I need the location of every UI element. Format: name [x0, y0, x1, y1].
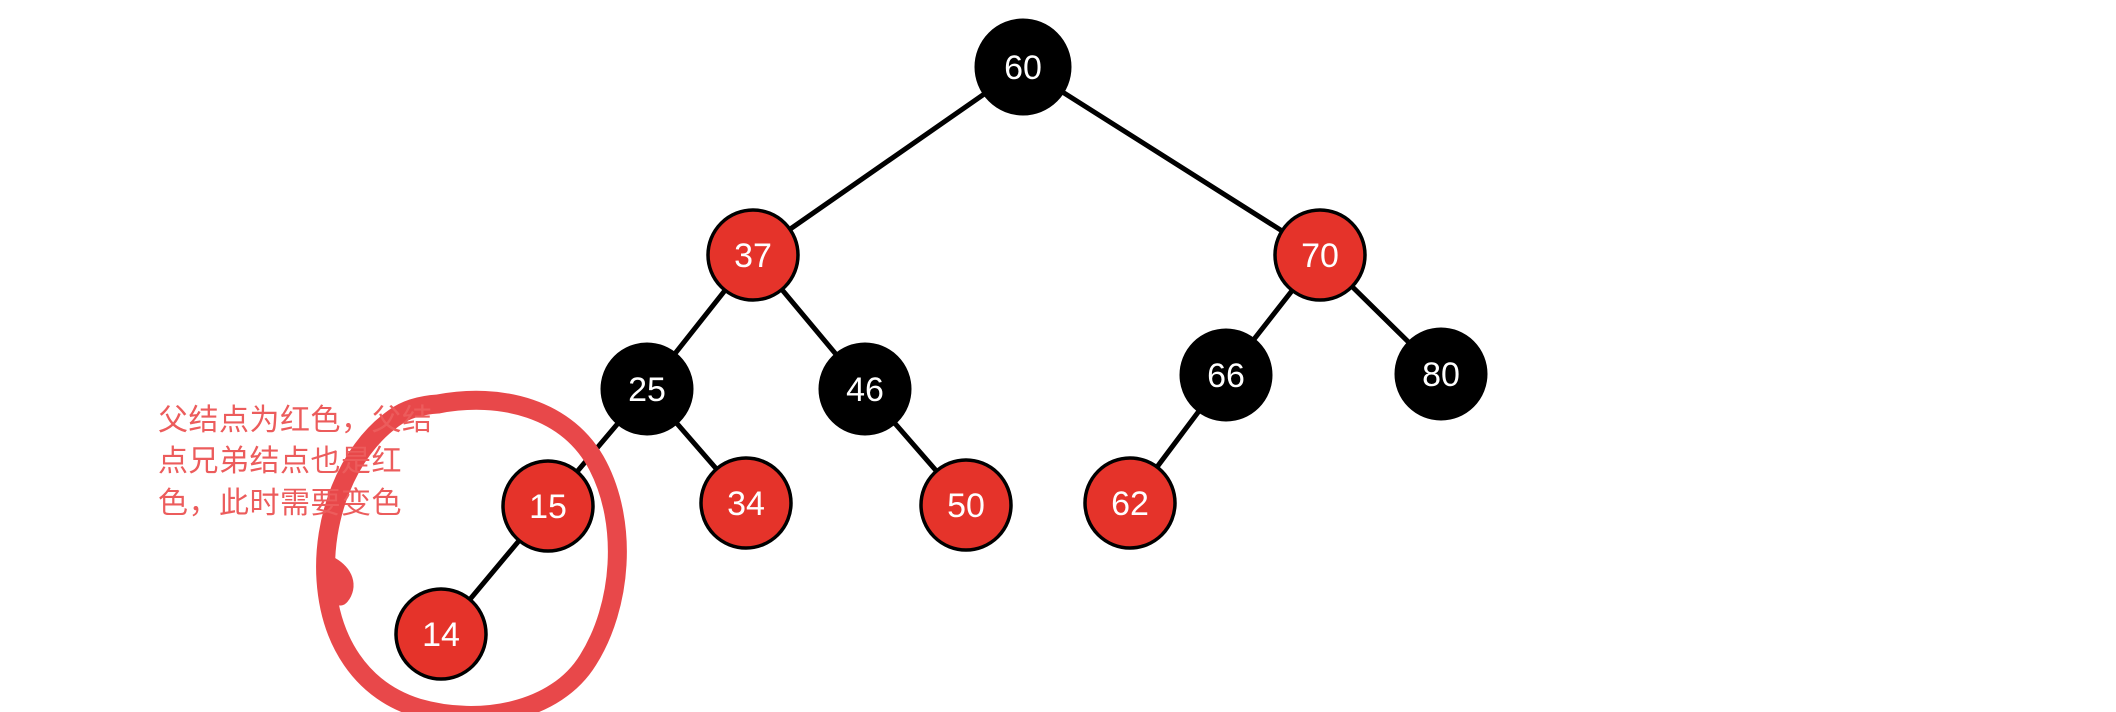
node-80-circle[interactable] — [1394, 327, 1488, 421]
annotation-highlight-ellipse — [316, 390, 627, 712]
node-25[interactable]: 25 — [600, 342, 694, 436]
node-50-label: 50 — [947, 487, 985, 525]
node-37-circle[interactable] — [706, 208, 800, 302]
node-62-circle[interactable] — [1083, 456, 1177, 550]
highlight-ellipse-path — [316, 390, 627, 712]
node-60-circle[interactable] — [974, 18, 1072, 116]
node-46-label: 46 — [846, 371, 884, 409]
node-34-circle[interactable] — [699, 456, 793, 550]
node-34-label: 34 — [727, 485, 765, 523]
node-14-circle[interactable] — [394, 587, 488, 681]
node-14[interactable]: 14 — [394, 587, 488, 681]
node-60[interactable]: 60 — [974, 18, 1072, 116]
node-46-circle[interactable] — [818, 342, 912, 436]
node-34[interactable]: 34 — [699, 456, 793, 550]
node-46[interactable]: 46 — [818, 342, 912, 436]
tree-edges — [438, 64, 1444, 637]
node-37[interactable]: 37 — [706, 208, 800, 302]
node-25-label: 25 — [628, 371, 666, 409]
node-15-circle[interactable] — [501, 459, 595, 553]
tree-nodes: 60 37 70 25 46 66 — [394, 18, 1488, 681]
node-70-circle[interactable] — [1273, 208, 1367, 302]
edge-60-70 — [1020, 64, 1323, 258]
node-66[interactable]: 66 — [1179, 328, 1273, 422]
node-80-label: 80 — [1422, 356, 1460, 394]
node-80[interactable]: 80 — [1394, 327, 1488, 421]
node-15-label: 15 — [529, 488, 567, 526]
highlight-ellipse-tail — [320, 556, 354, 606]
node-70[interactable]: 70 — [1273, 208, 1367, 302]
node-50-circle[interactable] — [919, 458, 1013, 552]
node-14-label: 14 — [422, 616, 460, 654]
node-60-label: 60 — [1004, 49, 1042, 87]
node-62[interactable]: 62 — [1083, 456, 1177, 550]
node-15[interactable]: 15 — [501, 459, 595, 553]
node-70-label: 70 — [1301, 237, 1339, 275]
annotation-note-text: 父结点为红色，父结点兄弟结点也是红色，此时需要变色 — [158, 404, 433, 520]
edge-60-37 — [750, 64, 1026, 258]
node-37-label: 37 — [734, 237, 772, 275]
node-66-label: 66 — [1207, 357, 1245, 395]
node-62-label: 62 — [1111, 485, 1149, 523]
node-25-circle[interactable] — [600, 342, 694, 436]
node-66-circle[interactable] — [1179, 328, 1273, 422]
node-50[interactable]: 50 — [919, 458, 1013, 552]
